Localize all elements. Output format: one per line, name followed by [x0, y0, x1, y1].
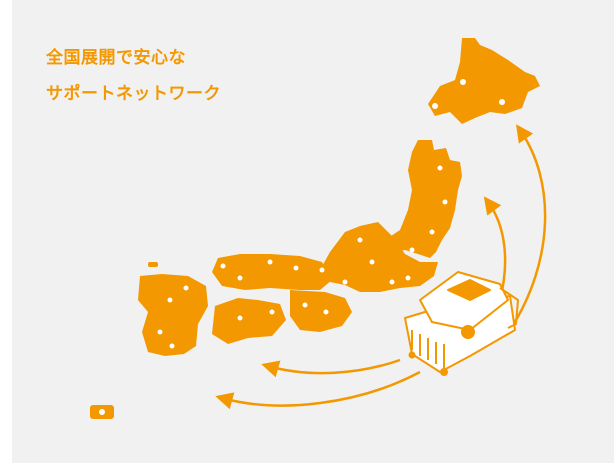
arrow-to-kansai: [261, 358, 401, 378]
small-island-shape: [148, 262, 158, 267]
kii-peninsula-shape: [290, 290, 352, 332]
arrow-to-kyushu: [215, 370, 421, 410]
shikoku-shape: [212, 298, 286, 344]
headline: 全国展開で安心な サポートネットワーク: [46, 40, 221, 112]
hokkaido-shape: [428, 38, 540, 124]
kyushu-shape: [138, 274, 208, 356]
arrow-to-hokkaido: [508, 124, 547, 331]
honshu-central-shape: [320, 222, 438, 292]
headline-line-2: サポートネットワーク: [46, 84, 221, 104]
japan-map-icon: [90, 38, 540, 419]
honshu-west-shape: [212, 254, 332, 290]
honshu-north-shape: [385, 140, 462, 258]
printer-device-icon: [404, 271, 519, 376]
location-dots: [99, 79, 505, 415]
headline-line-1: 全国展開で安心な: [46, 48, 186, 68]
